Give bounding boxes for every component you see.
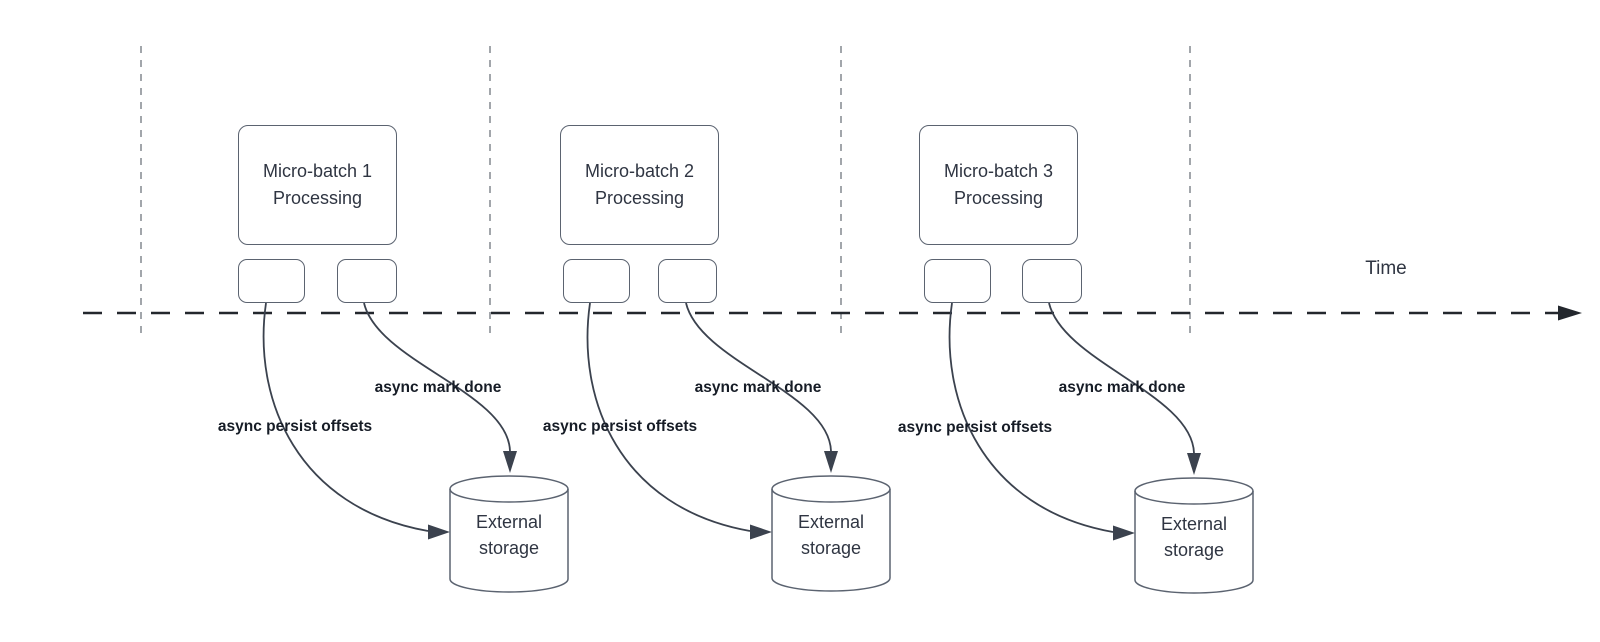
micro-batch-2-processing-box: Micro-batch 2 Processing xyxy=(560,125,719,245)
storage-cylinders xyxy=(449,475,1254,594)
storage-cylinder-1 xyxy=(449,475,569,593)
micro-batch-2-title-line2: Processing xyxy=(594,188,685,208)
micro-batch-1-title-line1: Micro-batch 1 xyxy=(262,161,373,181)
micro-batch-3-done-task-box xyxy=(1022,259,1082,303)
micro-batch-3-title-line1: Micro-batch 3 xyxy=(943,161,1054,181)
micro-batch-3-offsets-task-box xyxy=(924,259,991,303)
persist-offsets-arrow-2 xyxy=(586,302,751,532)
micro-batch-1-done-task-box xyxy=(337,259,397,303)
external-storage-1-line1: External xyxy=(475,512,543,532)
external-storage-label-2: External storage xyxy=(772,509,890,561)
persist-offsets-label-3: async persist offsets xyxy=(897,419,1053,436)
micro-batch-2-done-task-box xyxy=(658,259,717,303)
storage-cylinder-3 xyxy=(1134,477,1254,594)
micro-batch-2-offsets-task-box xyxy=(563,259,630,303)
done-arrowhead-icon-2 xyxy=(824,451,838,473)
time-axis-label: Time xyxy=(1365,258,1407,279)
persist-offsets-label-1: async persist offsets xyxy=(217,418,373,435)
timeline-axis xyxy=(83,305,1582,321)
mark-done-label-3: async mark done xyxy=(1058,379,1186,396)
external-storage-3-line2: storage xyxy=(1163,540,1225,560)
mark-done-label-2: async mark done xyxy=(694,379,822,396)
persist-arrowhead-icon-2 xyxy=(750,524,772,540)
persist-offsets-label-2: async persist offsets xyxy=(542,418,698,435)
async-arrowheads xyxy=(428,451,1201,541)
mark-done-arrow-2 xyxy=(685,302,832,452)
external-storage-2-line2: storage xyxy=(800,538,862,558)
storage-cylinder-2 xyxy=(771,475,891,592)
micro-batch-1-title-line2: Processing xyxy=(272,188,363,208)
external-storage-label-1: External storage xyxy=(450,509,568,561)
micro-batch-1-processing-box: Micro-batch 1 Processing xyxy=(238,125,397,245)
timeline-arrowhead-icon xyxy=(1558,305,1582,321)
micro-batch-2-title-line1: Micro-batch 2 xyxy=(584,161,695,181)
external-storage-3-line1: External xyxy=(1160,514,1228,534)
mark-done-label-1: async mark done xyxy=(374,379,502,396)
time-gridlines xyxy=(140,46,1191,340)
micro-batch-1-offsets-task-box xyxy=(238,259,305,303)
external-storage-1-line2: storage xyxy=(478,538,540,558)
done-arrowhead-icon-1 xyxy=(503,451,517,473)
persist-arrowhead-icon-1 xyxy=(428,524,450,540)
mark-done-arrow-3 xyxy=(1048,302,1195,454)
micro-batch-3-title-line2: Processing xyxy=(953,188,1044,208)
micro-batch-3-processing-box: Micro-batch 3 Processing xyxy=(919,125,1078,245)
async-arrows xyxy=(262,302,1195,533)
persist-arrowhead-icon-3 xyxy=(1113,525,1135,541)
persist-offsets-arrow-3 xyxy=(948,302,1114,533)
persist-offsets-arrow-1 xyxy=(262,302,429,532)
mark-done-arrow-1 xyxy=(363,302,511,452)
done-arrowhead-icon-3 xyxy=(1187,453,1201,475)
external-storage-label-3: External storage xyxy=(1135,511,1253,563)
external-storage-2-line1: External xyxy=(797,512,865,532)
